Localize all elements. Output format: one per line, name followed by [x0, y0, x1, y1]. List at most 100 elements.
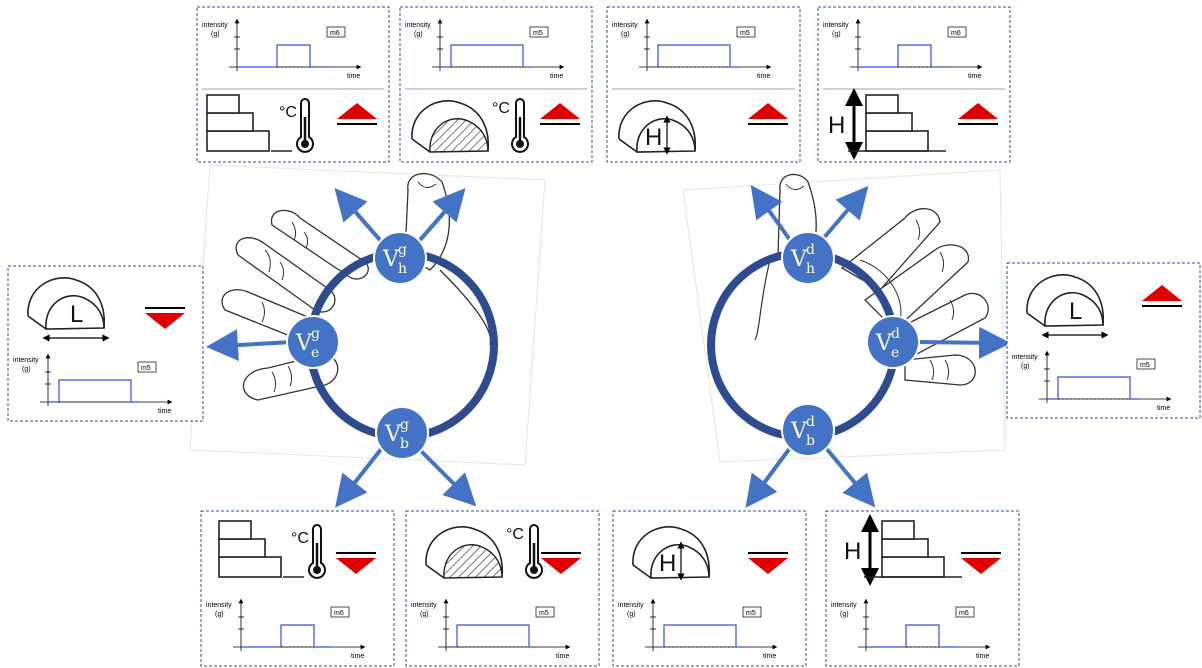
panel-bottom-3-intensity-label: intensity: [618, 602, 644, 609]
panel-top-2-thermometer-bulb: [516, 140, 524, 148]
panel-bottom-1-mode-tag-box: [330, 606, 350, 618]
panel-right-intensity-label: intensity: [1012, 354, 1038, 361]
node-right-middle: V d e: [866, 315, 920, 369]
panel-bottom-2-trend-down-icon: [541, 558, 581, 574]
panel-bottom-4-intensity-label: intensity: [831, 602, 857, 609]
panel-top-1-step-block-2: [206, 112, 254, 132]
panel-top-1-step-block-1: [206, 94, 240, 114]
left-bottom-arrow-down-right: [416, 446, 477, 507]
panel-top-2-mode-tag-box: [529, 26, 549, 38]
node-left-top-sup: g: [398, 242, 407, 258]
panel-bottom-2-mode-tag: m5: [539, 610, 549, 617]
node-right-middle-sub: e: [891, 345, 899, 361]
panel-top-3-time-label: time: [757, 73, 770, 80]
panel-bottom-1-intensity-label: intensity: [206, 602, 232, 609]
panel-bottom-3-g-label: (g): [627, 611, 636, 618]
panel-bottom-1-thermometer-bulb: [313, 566, 321, 574]
right-bottom-arrow-down-left: [745, 446, 792, 508]
panel-bottom-3-time-label: time: [763, 653, 776, 660]
panel-top-1-time-label: time: [347, 73, 360, 80]
node-left-top: V g h: [373, 231, 427, 285]
node-left-bottom-sub: b: [400, 436, 409, 452]
panels: intensity(g)timem6°Cintensity(g)timem5°C…: [7, 6, 1201, 667]
panel-right-pulse: [1047, 376, 1139, 400]
panel-left-dome-edge: [27, 315, 47, 330]
panel-bottom-2-dome-edge: [425, 564, 445, 579]
panel-bottom-1-time-label: time: [351, 653, 364, 660]
panel-bottom-4-step-block-2: [881, 538, 929, 558]
panel-left-trend-down-icon: [145, 313, 185, 329]
panel-bottom-2-pulse: [446, 624, 538, 648]
node-left-bottom-v: V: [384, 422, 402, 447]
panel-top-1-mode-tag: m6: [330, 30, 340, 37]
panel-top-3-trend-up-icon: [748, 103, 788, 119]
panel-top-4-step-block-2: [865, 112, 913, 132]
panel-top-3-g-label: (g): [621, 31, 630, 38]
panel-bottom-2-time-label: time: [556, 653, 569, 660]
panel-bottom-2-frame: [405, 510, 600, 667]
panel-left-time-label: time: [158, 408, 171, 415]
panel-top-3-height-symbol: H: [645, 124, 662, 151]
panel-top-3-intensity-label: intensity: [612, 22, 638, 29]
panel-bottom-4-frame: [825, 510, 1020, 667]
panel-bottom-3-pulse: [653, 624, 745, 648]
panel-top-3-pulse: [647, 44, 739, 68]
panel-bottom-4-mode-tag: m6: [959, 610, 969, 617]
panel-top-1-intensity-label: intensity: [202, 22, 228, 29]
panel-top-2-intensity-label: intensity: [405, 22, 431, 29]
left-bottom-arrow-down-left: [335, 446, 384, 508]
panel-bottom-3-height-symbol: H: [659, 550, 676, 577]
panel-top-4-height-symbol: H: [828, 112, 845, 139]
panel-left-mode-tag-box: [137, 361, 157, 373]
panel-top-1-g-label: (g): [211, 31, 220, 38]
node-right-bottom-sup: d: [806, 414, 815, 430]
node-right-bottom: V d b: [781, 403, 835, 457]
panel-top-4-g-label: (g): [832, 31, 841, 38]
node-right-middle-sup: d: [891, 326, 900, 342]
node-left-middle-v: V: [295, 331, 313, 356]
panel-left-length-symbol: L: [70, 301, 83, 328]
left-top-arrow-up-left: [334, 187, 382, 242]
panel-top-1-trend-up-icon: [337, 103, 377, 119]
panel-bottom-1-celsius: °C: [291, 530, 309, 547]
panel-top-4-step-block-1: [865, 94, 899, 114]
panel-bottom-4-pulse: [866, 624, 958, 648]
panel-bottom-4-step-block-3: [881, 556, 945, 578]
node-right-top-sub: h: [806, 261, 815, 277]
panel-bottom-1-g-label: (g): [215, 611, 224, 618]
panel-bottom-3-trend-down-icon: [748, 558, 788, 574]
panel-left-intensity-label: intensity: [13, 357, 39, 364]
node-right-top-v: V: [790, 247, 808, 272]
panel-top-4-mode-tag: m6: [951, 30, 961, 37]
panel-top-2-g-label: (g): [414, 31, 423, 38]
left-hand-fingers: [221, 172, 492, 401]
panel-bottom-3-dome-edge: [632, 564, 652, 579]
panel-right-length-symbol: L: [1069, 298, 1082, 325]
left-hand-group: V g h V g e V g b: [189, 164, 546, 508]
panel-top-4-trend-up-icon: [958, 103, 998, 119]
panel-bottom-3-frame: [612, 510, 807, 667]
panel-left-mode-tag: m5: [141, 365, 151, 372]
right-top-arrow-up-left: [750, 184, 792, 242]
panel-bottom-1-mode-tag: m6: [334, 610, 344, 617]
panel-bottom-3-mode-tag-box: [742, 606, 762, 618]
panel-bottom-4-g-label: (g): [840, 611, 849, 618]
panel-bottom-4-mode-tag-box: [955, 606, 975, 618]
right-hand-group: V d h V d e V d b: [682, 169, 1011, 508]
panel-top-1-step-block-3: [206, 130, 270, 152]
panel-bottom-1-pulse: [241, 624, 333, 648]
panel-top-4-step-block-3: [865, 130, 929, 152]
panel-right-g-label: (g): [1021, 363, 1030, 370]
panel-top-1-pulse: [237, 44, 329, 68]
panel-bottom-1-trend-down-icon: [336, 558, 376, 574]
panel-bottom-4-height-symbol: H: [844, 538, 861, 565]
node-right-bottom-v: V: [790, 419, 808, 444]
panel-top-3-mode-tag: m5: [740, 30, 750, 37]
panel-bottom-2-dome-section: [443, 544, 503, 579]
right-top-arrow-up-right: [820, 185, 869, 242]
